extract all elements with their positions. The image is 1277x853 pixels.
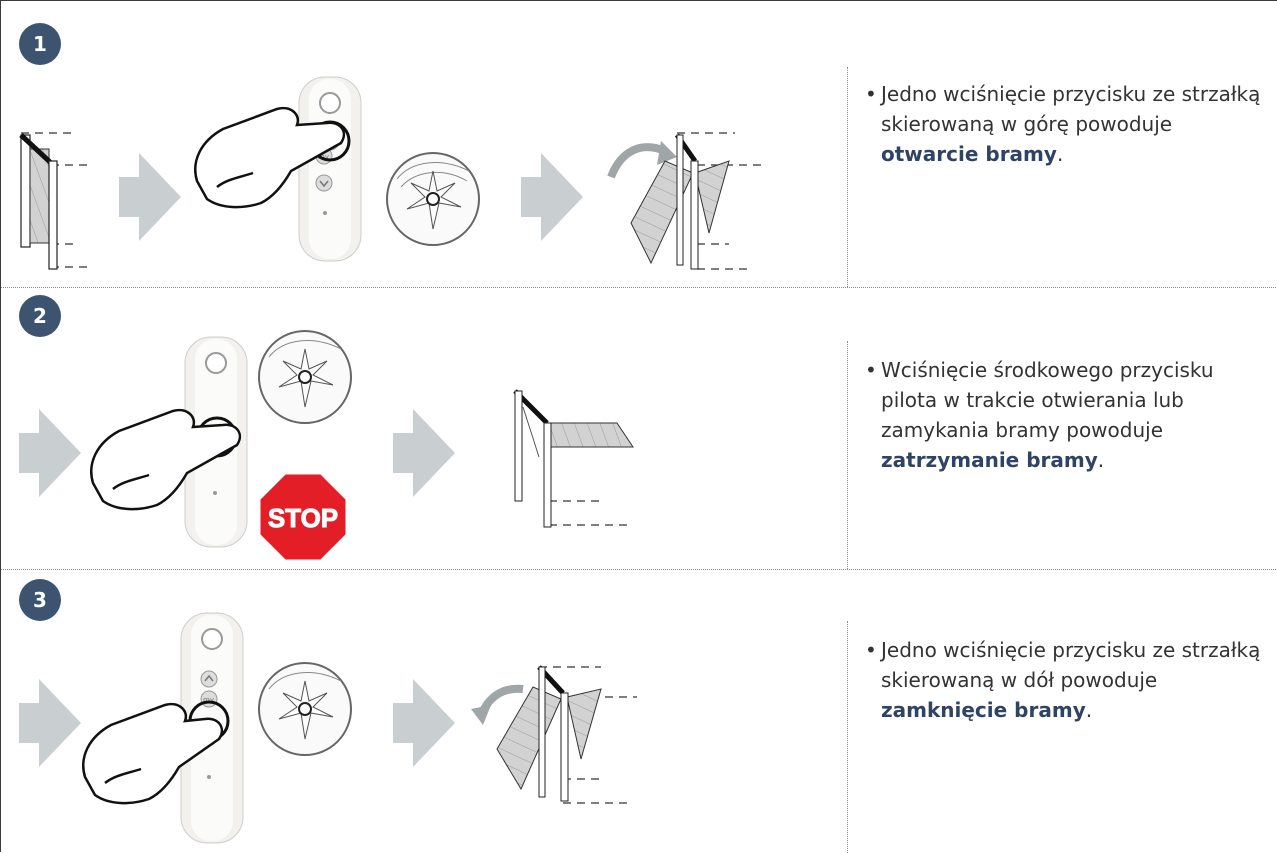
description-text-end: . [1097,448,1105,472]
step-arrow-icon [393,679,455,767]
step-number-badge: 2 [19,295,61,337]
step-3-illustration: my [19,612,637,844]
step-3-description: Jedno wciśnięcie przycisku ze strzałką s… [863,635,1273,725]
remote-my-button-label: my [318,153,329,161]
led-flash-icon [386,152,480,246]
step-description-item: Jedno wciśnięcie przycisku ze strzałką s… [865,79,1273,169]
step-3: 3 my [1,569,1277,853]
description-text: Wciśnięcie środkowego przycisku pilota w… [881,358,1214,442]
closed-gate-icon [19,132,93,270]
step-number-badge: 3 [19,579,61,621]
remote-control-icon: my [298,76,362,262]
step-arrow-icon [19,679,81,767]
description-text-end: . [1056,142,1064,166]
column-separator [847,67,848,287]
stop-sign-icon: STOP [257,471,349,563]
row-separator [1,287,1277,288]
hand-icon [82,702,224,805]
step-arrow-icon [393,409,455,497]
column-separator [847,621,848,853]
step-2: 2 STOP [1,287,1277,569]
stop-sign-label: STOP [268,503,338,533]
step-2-illustration: STOP [19,330,634,563]
step-arrow-icon [119,153,181,241]
remote-control-icon: my [180,612,244,844]
step-number-badge: 1 [19,23,61,65]
step-arrow-icon [19,409,81,497]
step-arrow-icon [521,153,583,241]
hand-icon [90,408,242,511]
description-bold-text: zatrzymanie bramy [881,448,1098,472]
led-flash-icon [258,662,352,756]
step-1-illustration: my [19,76,765,270]
led-flash-icon [258,330,352,424]
row-separator [1,569,1277,570]
description-text: Jedno wciśnięcie przycisku ze strzałką s… [881,82,1261,136]
hand-icon [194,106,346,209]
step-1-description: Jedno wciśnięcie przycisku ze strzałką s… [863,79,1273,169]
description-text-end: . [1085,698,1093,722]
step-1: 1 my [1,1,1277,287]
opening-gate-icon [607,132,765,270]
description-bold-text: zamknięcie bramy [881,698,1086,722]
remote-my-button-label: my [203,696,214,704]
column-separator [847,341,848,569]
step-2-description: Wciśnięcie środkowego przycisku pilota w… [863,355,1273,475]
step-description-item: Wciśnięcie środkowego przycisku pilota w… [865,355,1273,475]
stopped-gate-icon [513,389,634,528]
description-bold-text: otwarcie bramy [881,142,1057,166]
step-description-item: Jedno wciśnięcie przycisku ze strzałką s… [865,635,1273,725]
description-text: Jedno wciśnięcie przycisku ze strzałką s… [881,638,1261,692]
closing-gate-icon [471,665,637,804]
